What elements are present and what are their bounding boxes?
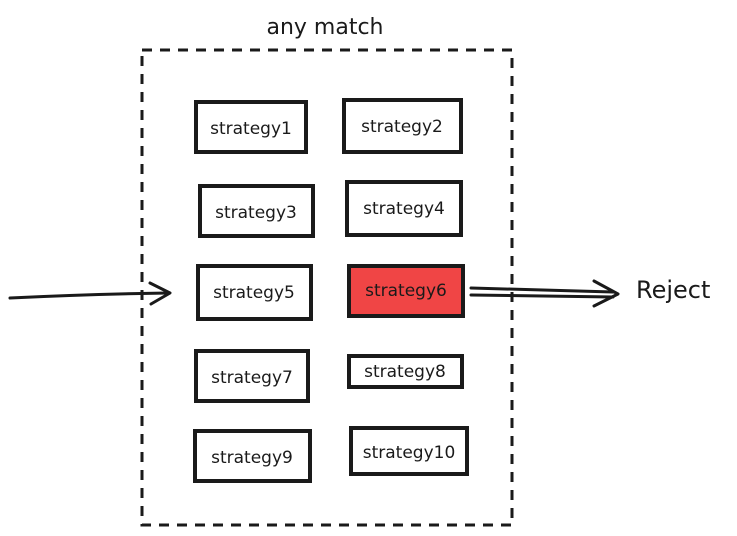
strategy-label: strategy6 xyxy=(365,281,447,301)
strategy-box: strategy9 xyxy=(193,429,312,483)
strategy-box-frame xyxy=(194,349,310,403)
strategy-box: strategy7 xyxy=(194,349,310,403)
strategy-label: strategy10 xyxy=(363,443,456,463)
strategy-box-highlighted: strategy6 xyxy=(347,264,465,318)
strategy-box: strategy5 xyxy=(196,264,313,321)
strategy-label: strategy8 xyxy=(364,362,446,382)
strategy-box: strategy4 xyxy=(345,180,463,237)
strategy-box-frame xyxy=(198,184,315,238)
strategy-label: strategy4 xyxy=(363,199,445,219)
incoming-arrow xyxy=(8,281,172,306)
any-match-container xyxy=(140,48,514,527)
strategy-label: strategy3 xyxy=(215,203,297,223)
strategy-box: strategy8 xyxy=(347,354,464,389)
strategy-box: strategy1 xyxy=(194,100,308,154)
strategy-label: strategy2 xyxy=(361,117,443,137)
strategy-box: strategy2 xyxy=(342,98,463,154)
strategy-label: strategy7 xyxy=(211,368,293,388)
strategy-label: strategy5 xyxy=(213,283,295,303)
strategy-box: strategy10 xyxy=(349,426,469,476)
strategy-label: strategy9 xyxy=(211,448,293,468)
strategy-box-frame xyxy=(347,264,465,318)
strategy-box: strategy3 xyxy=(198,184,315,238)
reject-arrow xyxy=(469,279,620,308)
strategy-box-frame xyxy=(196,264,313,321)
strategy-label: strategy1 xyxy=(210,119,292,139)
strategy-box-frame xyxy=(342,98,463,154)
strategy-box-frame xyxy=(193,429,312,483)
group-label: any match xyxy=(266,15,383,40)
strategy-box-frame xyxy=(347,354,464,389)
strategy-box-frame xyxy=(194,100,308,154)
strategy-box-frame xyxy=(345,180,463,237)
strategy-box-frame xyxy=(349,426,469,476)
reject-label: Reject xyxy=(636,276,710,304)
